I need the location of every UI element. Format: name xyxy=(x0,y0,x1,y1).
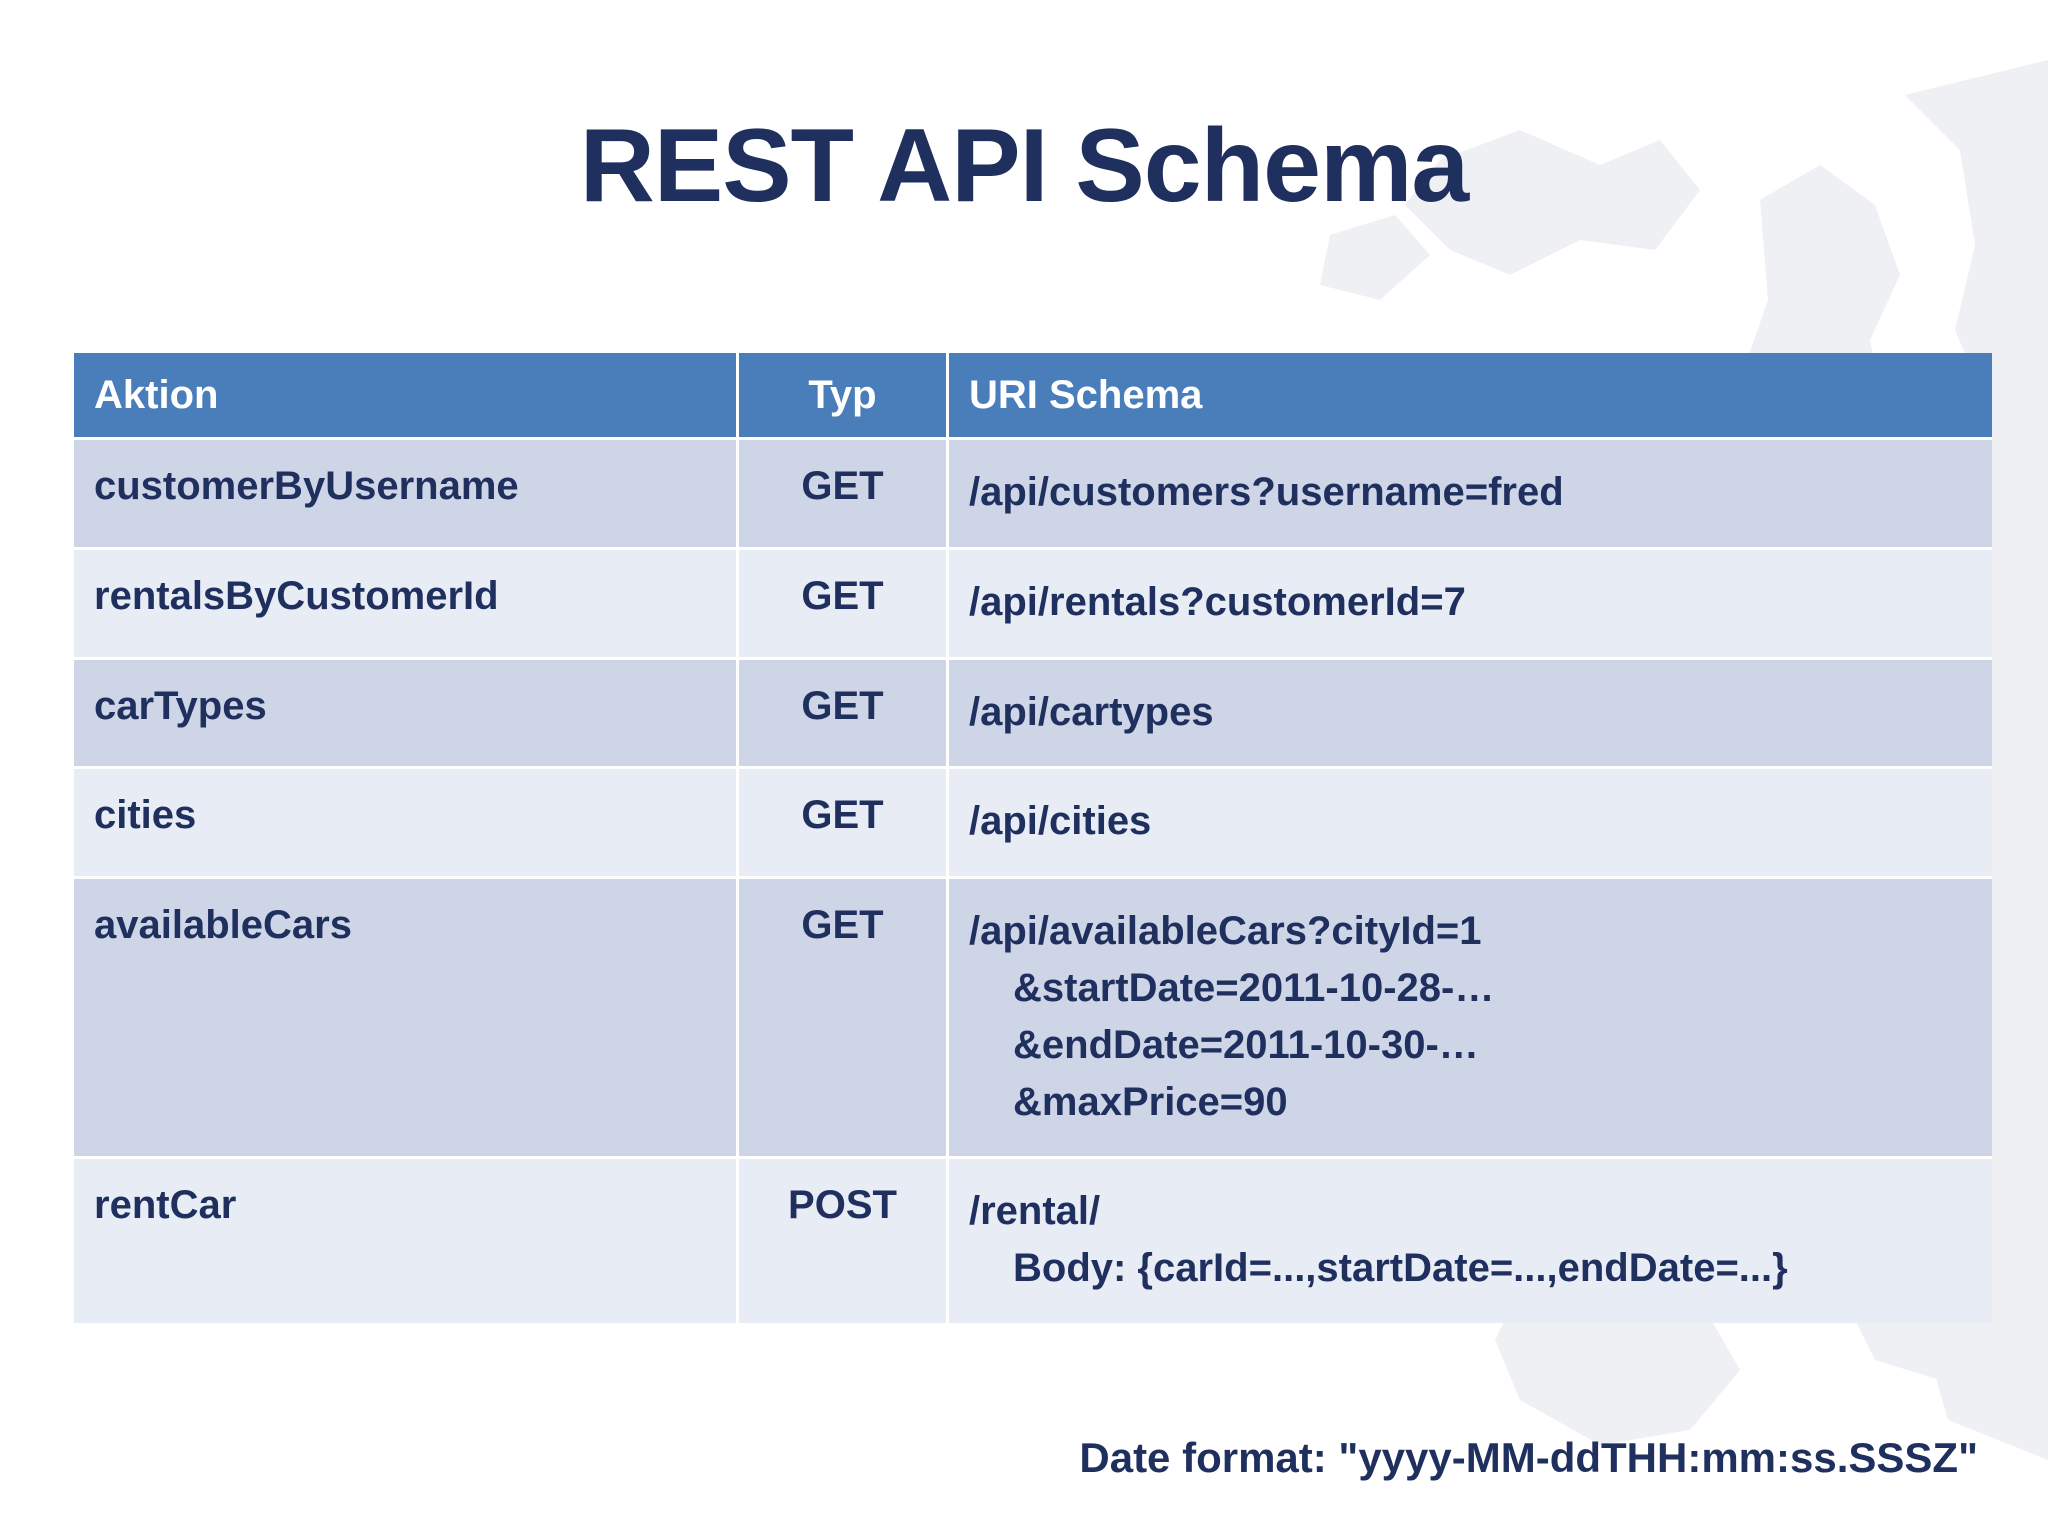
uri-line: /api/rentals?customerId=7 xyxy=(969,579,1466,624)
aktion-label: rentalsByCustomerId xyxy=(94,573,499,618)
column-header-typ-label: Typ xyxy=(808,372,877,417)
table-row: cities GET /api/cities xyxy=(74,769,1992,880)
rest-api-schema-table: Aktion Typ URI Schema customerByUsername… xyxy=(74,353,1992,1323)
aktion-label: cities xyxy=(94,793,197,838)
aktion-label: carTypes xyxy=(94,683,267,728)
column-header-typ: Typ xyxy=(739,353,949,440)
cell-aktion: carTypes xyxy=(74,659,739,770)
table-row: customerByUsername GET /api/customers?us… xyxy=(74,440,1992,550)
cell-typ: POST xyxy=(739,1159,949,1323)
cell-typ: GET xyxy=(739,549,949,660)
uri-line: Body: {carId=...,startDate=...,endDate=.… xyxy=(1013,1246,1788,1291)
uri-line: /api/availableCars?cityId=1 xyxy=(969,909,1482,954)
uri-line: /api/cartypes xyxy=(969,689,1214,734)
cell-uri: /api/cities xyxy=(949,769,1992,880)
uri-line: &endDate=2011-10-30-… xyxy=(1013,1022,1479,1067)
cell-uri: /api/cartypes xyxy=(949,659,1992,770)
aktion-label: customerByUsername xyxy=(94,464,519,508)
table-row: rentalsByCustomerId GET /api/rentals?cus… xyxy=(74,549,1992,660)
column-header-aktion-label: Aktion xyxy=(94,372,219,417)
uri-line: &startDate=2011-10-28-… xyxy=(1013,965,1495,1010)
http-method-label: GET xyxy=(801,464,884,508)
http-method-label: POST xyxy=(788,1183,897,1228)
cell-typ: GET xyxy=(739,769,949,880)
date-format-note: Date format: "yyyy-MM-ddTHH:mm:ss.SSSZ" xyxy=(1079,1434,1978,1481)
aktion-label: availableCars xyxy=(94,903,352,948)
cell-aktion: customerByUsername xyxy=(74,440,739,550)
cell-typ: GET xyxy=(739,659,949,770)
http-method-label: GET xyxy=(801,793,884,838)
cell-uri: /api/customers?username=fred xyxy=(949,440,1992,550)
table-header-row: Aktion Typ URI Schema xyxy=(74,353,1992,440)
column-header-uri-schema-label: URI Schema xyxy=(969,372,1203,417)
cell-typ: GET xyxy=(739,440,949,550)
cell-typ: GET xyxy=(739,879,949,1160)
cell-aktion: rentCar xyxy=(74,1159,739,1323)
cell-uri: /api/rentals?customerId=7 xyxy=(949,549,1992,660)
cell-uri: /api/availableCars?cityId=1 &startDate=2… xyxy=(949,879,1992,1160)
http-method-label: GET xyxy=(801,683,884,728)
table-row: rentCar POST /rental/ Body: {carId=...,s… xyxy=(74,1159,1992,1323)
column-header-uri-schema: URI Schema xyxy=(949,353,1992,440)
page-title: REST API Schema xyxy=(579,108,1470,224)
aktion-label: rentCar xyxy=(94,1183,237,1228)
http-method-label: GET xyxy=(801,903,884,948)
cell-uri: /rental/ Body: {carId=...,startDate=...,… xyxy=(949,1159,1992,1323)
table-row: availableCars GET /api/availableCars?cit… xyxy=(74,879,1992,1160)
cell-aktion: availableCars xyxy=(74,879,739,1160)
http-method-label: GET xyxy=(801,573,884,618)
cell-aktion: rentalsByCustomerId xyxy=(74,549,739,660)
uri-line: &maxPrice=90 xyxy=(1013,1079,1288,1124)
uri-line: /rental/ xyxy=(969,1189,1101,1234)
uri-line: /api/customers?username=fred xyxy=(969,470,1564,514)
table-row: carTypes GET /api/cartypes xyxy=(74,659,1992,770)
cell-aktion: cities xyxy=(74,769,739,880)
column-header-aktion: Aktion xyxy=(74,353,739,440)
uri-line: /api/cities xyxy=(969,799,1152,844)
